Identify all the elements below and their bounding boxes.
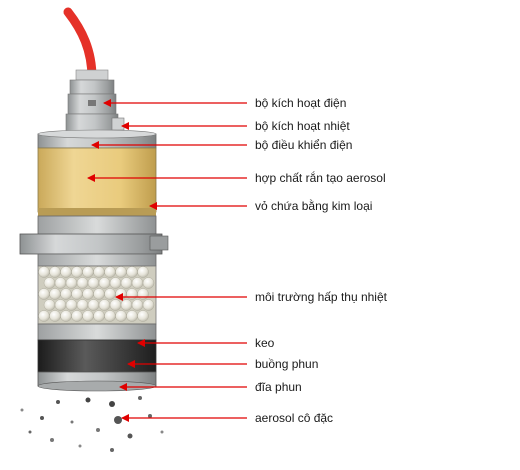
heat-absorbing-medium: [37, 265, 157, 325]
heat-absorbing-ball: [71, 310, 83, 322]
heat-absorbing-ball: [115, 310, 127, 322]
heat-absorbing-ball: [60, 266, 72, 278]
heat-absorbing-ball: [104, 288, 116, 300]
heat-absorbing-ball: [49, 288, 61, 300]
heat-absorbing-ball: [109, 277, 122, 289]
heat-absorbing-ball: [87, 299, 100, 311]
heat-absorbing-ball: [142, 299, 155, 311]
label-thermal-trigger: bộ kích hoạt nhiệt: [255, 119, 350, 133]
heat-absorbing-ball: [137, 310, 149, 322]
heat-absorbing-ball: [126, 310, 138, 322]
aerosol-particles: [20, 396, 164, 452]
heat-absorbing-ball: [60, 310, 72, 322]
label-concentrated-aerosol: aerosol cô đặc: [255, 411, 334, 425]
heat-absorbing-ball: [93, 310, 105, 322]
heat-absorbing-ball: [38, 266, 50, 278]
red-cable: [63, 7, 97, 83]
heat-absorbing-ball: [54, 277, 67, 289]
aerosol-compound-section: [37, 147, 157, 216]
heat-absorbing-ball: [137, 266, 149, 278]
label-electric-controller: bộ điều khiển điện: [255, 138, 353, 152]
heat-absorbing-ball: [93, 266, 105, 278]
heat-absorbing-ball: [38, 288, 50, 300]
heat-absorbing-ball: [98, 277, 111, 289]
heat-absorbing-ball: [54, 299, 67, 311]
heat-absorbing-ball: [65, 277, 78, 289]
heat-absorbing-ball: [71, 288, 83, 300]
heat-absorbing-ball: [115, 266, 127, 278]
heat-absorbing-ball: [104, 310, 116, 322]
heat-absorbing-ball: [76, 299, 89, 311]
heat-absorbing-ball: [126, 266, 138, 278]
label-heat-absorbing-medium: môi trường hấp thụ nhiệt: [255, 290, 387, 304]
heat-absorbing-ball: [104, 266, 116, 278]
label-glue: keo: [255, 336, 275, 350]
heat-absorbing-ball: [82, 266, 94, 278]
metal-housing: [19, 215, 169, 267]
heat-absorbing-ball: [60, 288, 72, 300]
heat-absorbing-ball: [49, 310, 61, 322]
heat-absorbing-ball: [65, 299, 78, 311]
heat-absorbing-ball: [120, 277, 133, 289]
spray-chamber: [37, 323, 157, 392]
heat-absorbing-ball: [43, 299, 56, 311]
label-electric-trigger: bộ kích hoạt điện: [255, 96, 347, 110]
heat-absorbing-ball: [131, 299, 144, 311]
heat-absorbing-ball: [131, 277, 144, 289]
heat-absorbing-ball: [142, 277, 155, 289]
heat-absorbing-ball: [49, 266, 61, 278]
label-spray-disc: đĩa phun: [255, 380, 302, 394]
label-aerosol-compound: hợp chất rắn tạo aerosol: [255, 171, 386, 185]
heat-absorbing-ball: [76, 277, 89, 289]
heat-absorbing-ball: [120, 299, 133, 311]
heat-absorbing-ball: [109, 299, 122, 311]
heat-absorbing-ball: [87, 277, 100, 289]
heat-absorbing-ball: [82, 310, 94, 322]
heat-absorbing-ball: [137, 288, 149, 300]
heat-absorbing-ball: [126, 288, 138, 300]
heat-absorbing-ball: [43, 277, 56, 289]
label-metal-housing: vỏ chứa bằng kim loại: [255, 199, 373, 213]
heat-absorbing-ball: [71, 266, 83, 278]
label-spray-chamber: buồng phun: [255, 357, 319, 371]
heat-absorbing-ball: [38, 310, 50, 322]
heat-absorbing-ball: [115, 288, 127, 300]
heat-absorbing-ball: [82, 288, 94, 300]
callout-arrows: [87, 99, 247, 422]
heat-absorbing-ball: [93, 288, 105, 300]
heat-absorbing-ball: [98, 299, 111, 311]
